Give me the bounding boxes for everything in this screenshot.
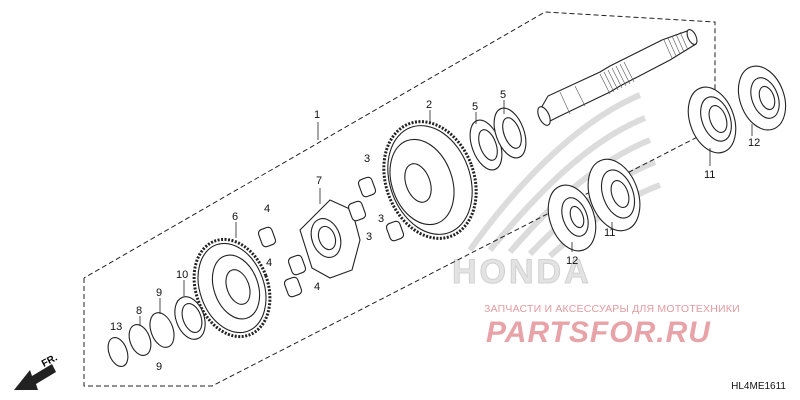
callout-5-a: 5 (472, 101, 478, 113)
watermark-logo: PARTSFOR.RU (486, 316, 711, 349)
callout-3-b: 3 (378, 213, 384, 225)
callout-leaders (139, 100, 753, 326)
bearing-12-lower (547, 184, 597, 252)
callout-8: 8 (136, 305, 142, 317)
main-shaft (537, 29, 698, 126)
ring-8 (128, 324, 152, 356)
callout-1: 1 (314, 109, 320, 121)
diagram-code: HL4ME1611 (731, 381, 786, 392)
callout-12-a: 12 (748, 137, 760, 149)
honda-watermark-text: HONDA (452, 253, 592, 291)
callout-12-b: 12 (566, 255, 578, 267)
callout-4-a: 4 (264, 203, 270, 215)
ring-13 (107, 337, 129, 367)
gear-6 (192, 237, 272, 339)
callout-10: 10 (176, 269, 188, 281)
washer-5-b (493, 107, 527, 159)
callout-4-b: 4 (266, 257, 272, 269)
callout-labels: 1 2 3 3 3 4 4 4 5 5 6 7 8 9 9 10 11 11 1… (110, 89, 760, 373)
callout-2: 2 (426, 99, 432, 111)
callout-9-a: 9 (156, 287, 162, 299)
callout-3-a: 3 (364, 153, 370, 165)
watermark-subtitle: ЗАПЧАСТИ И АКСЕССУАРЫ ДЛЯ МОТОТЕХНИКИ (484, 303, 740, 315)
hub-7 (299, 199, 361, 279)
front-arrow-icon (14, 364, 56, 390)
callout-11-a: 11 (704, 169, 715, 181)
washer-5-a (469, 119, 503, 171)
bearing-11-upper (687, 86, 737, 154)
callout-7: 7 (316, 175, 322, 187)
bearing-12-upper (737, 65, 787, 131)
bearing-11-lower (587, 158, 641, 232)
ring-9 (149, 312, 175, 348)
callout-5-b: 5 (500, 89, 506, 101)
callout-11-b: 11 (604, 227, 615, 239)
callout-3-c: 3 (366, 231, 372, 243)
callout-4-c: 4 (314, 281, 320, 293)
callout-6: 6 (232, 211, 238, 223)
callout-13: 13 (110, 321, 122, 333)
gear-2 (382, 120, 478, 240)
ring-10 (174, 296, 206, 340)
springs (257, 176, 405, 298)
callout-9-b: 9 (156, 361, 162, 373)
